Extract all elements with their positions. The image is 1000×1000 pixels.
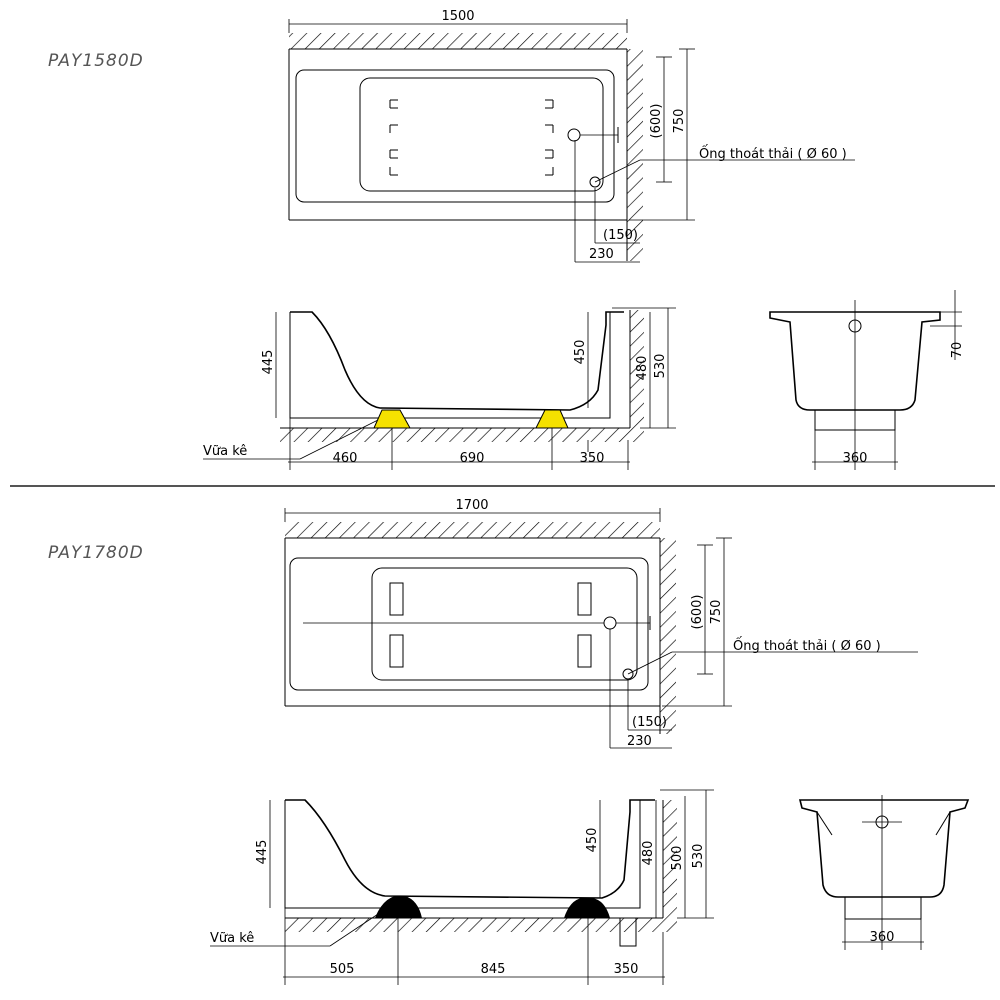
wall-hatch-top-1	[289, 33, 627, 49]
dim-inner-width-2: (600)	[690, 595, 705, 630]
overflow-icon-2	[603, 616, 617, 630]
floor-hatch-1	[280, 428, 630, 442]
side-view-1: 445 450 480 530 460 690 350 Vữa kê	[203, 307, 676, 470]
dim-seg2-1: 690	[460, 451, 485, 466]
dim-seg3-1: 350	[580, 451, 605, 466]
dim-seg1-2: 505	[330, 962, 355, 977]
dim-width-2: 750	[709, 600, 724, 625]
handle-2c	[577, 582, 592, 616]
dim-seg2-2: 845	[481, 962, 506, 977]
model-name-2: PAY1780D	[48, 543, 144, 563]
dim-drain-b-2: 230	[627, 734, 652, 749]
drain-icon-1	[589, 176, 601, 188]
handle-2a	[389, 582, 404, 616]
dim-depth-right-2: 450	[585, 828, 600, 853]
side-view-2: 445 450 480 500 530 505 845 350 Vữa kê	[210, 789, 714, 985]
dim-end-base-1: 360	[843, 451, 868, 466]
wall-hatch-side-2	[660, 538, 676, 734]
dim-depth-right-1: 450	[573, 340, 588, 365]
wall-hatch-side-1	[627, 49, 643, 261]
drain-label-2: Ống thoát thải ( Ø 60 )	[733, 637, 881, 654]
support-label-2: Vữa kê	[210, 931, 254, 946]
end-view-2: 360	[798, 795, 970, 950]
dim-drain-a-2: (150)	[632, 715, 667, 730]
dim-depth-left-1: 445	[261, 350, 276, 375]
dim-drain-a-1: (150)	[603, 228, 638, 243]
dim-length-2: 1700	[455, 498, 488, 513]
top-view-1: Ống thoát thải ( Ø 60 ) 1500 (600) 750 (…	[288, 9, 855, 263]
end-view-1: 360 70	[769, 290, 965, 470]
dim-height-a-1: 480	[635, 356, 650, 381]
support-pad-1a	[373, 409, 411, 429]
floor-hatch-2	[285, 918, 663, 932]
dim-seg3-2: 350	[614, 962, 639, 977]
handle-2b	[389, 634, 404, 668]
dim-height-b-1: 530	[653, 354, 668, 379]
drain-icon-2	[622, 668, 634, 680]
dim-drain-b-1: 230	[589, 247, 614, 262]
dim-end-rim-1: 70	[950, 342, 965, 359]
support-pad-1b	[535, 409, 569, 429]
handle-2d	[577, 634, 592, 668]
overflow-icon-1	[567, 128, 581, 142]
dim-height-c-2: 530	[691, 844, 706, 869]
support-pad-2a	[375, 896, 422, 918]
model-name-1: PAY1580D	[48, 51, 144, 71]
dim-inner-width-1: (600)	[649, 104, 664, 139]
drain-label-1: Ống thoát thải ( Ø 60 )	[699, 145, 847, 162]
support-pad-2b	[564, 898, 610, 918]
dim-width-1: 750	[672, 109, 687, 134]
top-view-2: Ống thoát thải ( Ø 60 ) 1700 (600) 750 (…	[284, 498, 918, 749]
support-label-1: Vữa kê	[203, 444, 247, 459]
dim-end-base-2: 360	[870, 930, 895, 945]
dim-seg1-1: 460	[333, 451, 358, 466]
dim-height-b-2: 500	[670, 846, 685, 871]
dim-height-a-2: 480	[641, 841, 656, 866]
dim-depth-left-2: 445	[255, 840, 270, 865]
wall-hatch-top-2	[285, 522, 660, 538]
dim-length-1: 1500	[441, 9, 474, 24]
